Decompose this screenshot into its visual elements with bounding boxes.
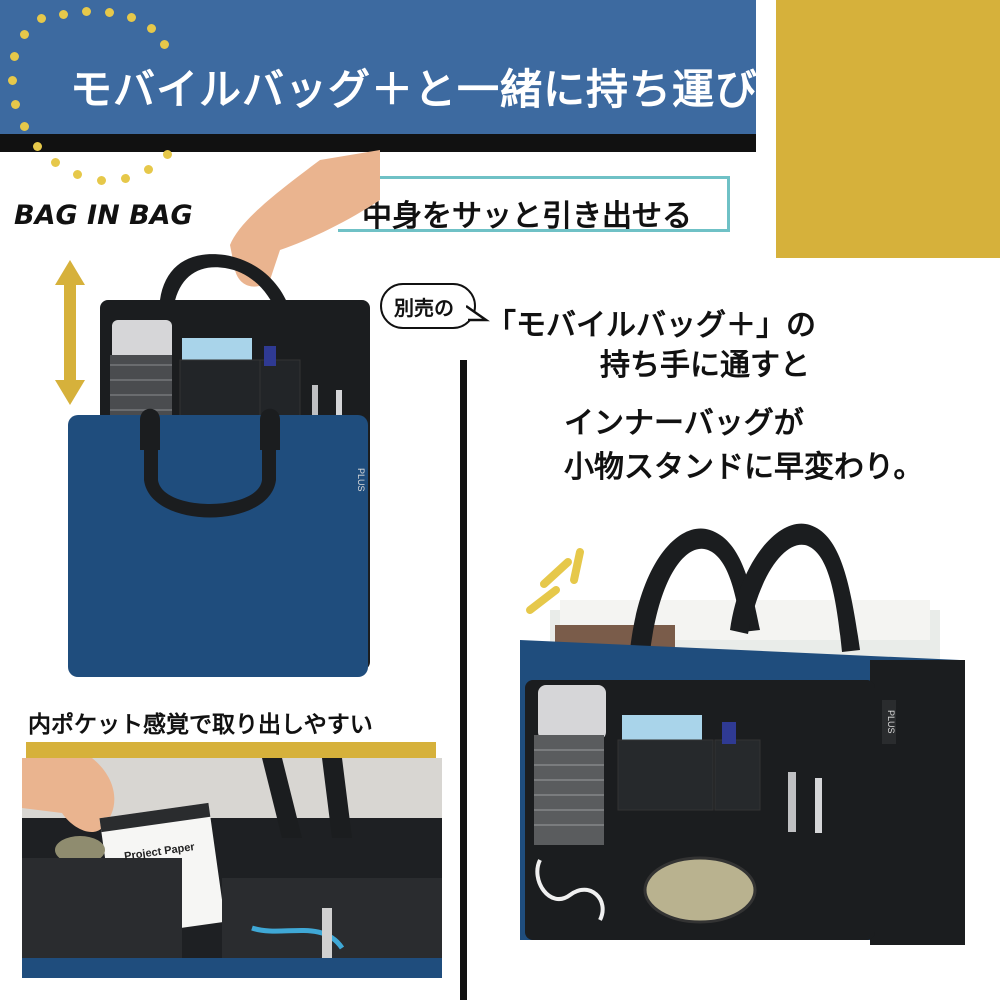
bag-in-bag-photo (40, 150, 380, 690)
speech-bubble (380, 283, 476, 329)
banner-title: モバイルバッグ＋と一緒に持ち運び (70, 65, 759, 114)
feature-text: 中身をサッと引き出せる (362, 199, 692, 234)
pocket-caption: 内ポケット感覚で取り出しやすい (28, 712, 373, 738)
bubble-text: 別売の (394, 296, 454, 320)
handle-line: 持ち手に通すと (600, 348, 810, 383)
brand-mark-left: PLUS (356, 468, 366, 492)
up-down-arrow-icon (55, 260, 85, 405)
divider-bar (460, 360, 467, 1000)
brand-mark-right: PLUS (886, 710, 896, 734)
mustard-block (776, 0, 1000, 258)
dotted-circle-decoration (0, 0, 200, 200)
caption-underline (26, 742, 436, 758)
mobile-bag-line: 「モバイルバッグ＋」の (486, 308, 816, 343)
speech-bubble-tail (466, 304, 490, 322)
bag-in-bag-label: BAG IN BAG (14, 200, 193, 231)
outer-bag (68, 415, 368, 677)
header-banner (0, 0, 756, 140)
feature-box (338, 176, 730, 232)
burst-icon (526, 548, 584, 614)
inner-bag-line: インナーバッグが (564, 406, 804, 441)
inner-pocket-photo (22, 758, 442, 978)
stand-line: 小物スタンドに早変わり。 (564, 450, 924, 485)
banner-underline (0, 134, 756, 152)
inner-bag-handle (160, 254, 290, 315)
stand-bag-photo (510, 500, 980, 960)
hand (230, 150, 380, 287)
